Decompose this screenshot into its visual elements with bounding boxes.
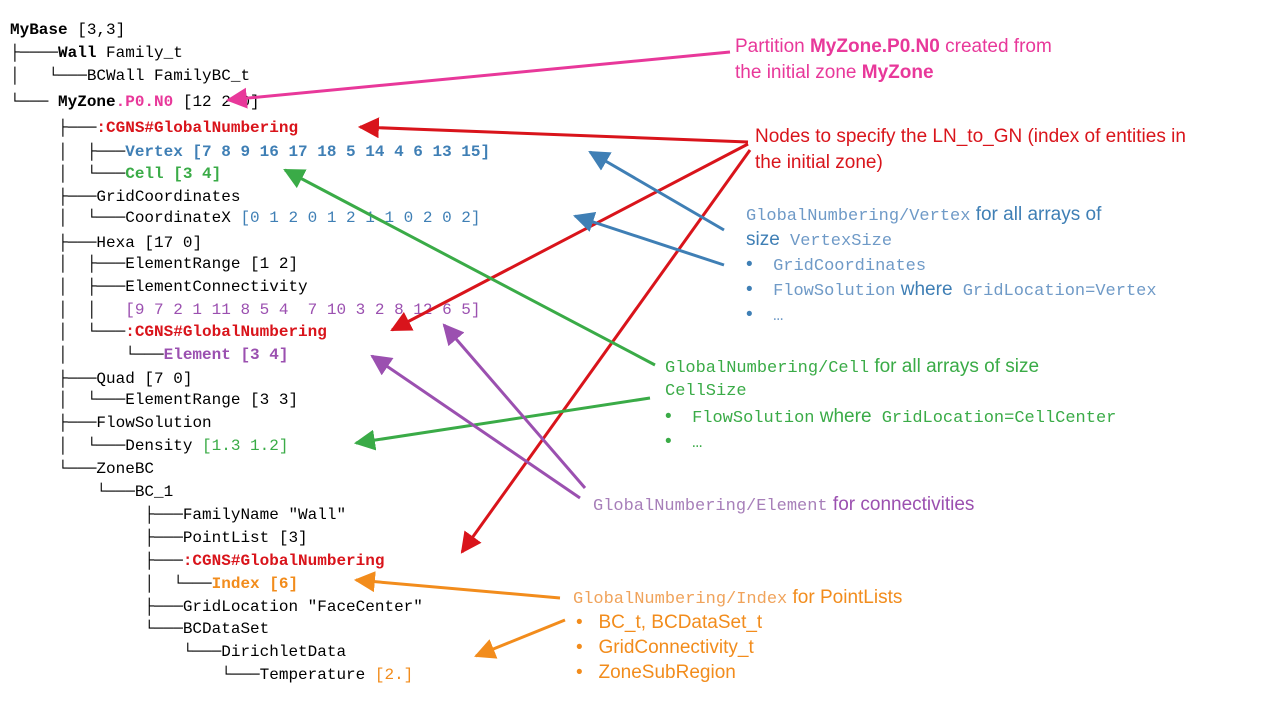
arrow-red-hexa-numbering <box>390 142 749 332</box>
tree-node-index: │ └───Index [6] <box>10 575 299 593</box>
arrow-purple-connectivity <box>442 323 587 489</box>
annotation-element: GlobalNumbering/Element for connectiviti… <box>593 494 975 516</box>
annotation-vertex-line2: size VertexSize <box>746 229 893 251</box>
annotation-index-line1: GlobalNumbering/Index for PointLists <box>573 587 903 609</box>
tree-node-hexa-elementrange: │ ├───ElementRange [1 2] <box>10 255 299 273</box>
annotation-index-bullet3: • ZoneSubRegion <box>576 662 736 683</box>
annotation-partition-line1: Partition MyZone.P0.N0 created from <box>735 36 1052 57</box>
annotation-index-bullet1: • BC_t, BCDataSet_t <box>576 612 763 633</box>
tree-node-hexa: ├───Hexa [17 0] <box>10 234 203 252</box>
arrow-green-cell <box>283 168 656 367</box>
tree-node-density: │ └───Density [1.3 1.2] <box>10 437 289 455</box>
annotation-index-bullet2: • GridConnectivity_t <box>576 637 754 658</box>
annotation-cell-line1: GlobalNumbering/Cell for all arrays of s… <box>665 356 1040 378</box>
annotation-partition-line2: the initial zone MyZone <box>735 62 934 83</box>
annotation-vertex-bullet2: • FlowSolution where GridLocation=Vertex <box>746 279 1157 301</box>
tree-node-wall-family: ├────Wall Family_t <box>10 44 183 62</box>
arrow-blue-coordinatex <box>573 211 725 267</box>
arrow-red-bc-numbering <box>460 149 752 554</box>
annotation-nodes-line1: Nodes to specify the LN_to_GN (index of … <box>755 126 1186 147</box>
tree-node-temperature: └───Temperature [2.] <box>10 666 414 684</box>
tree-node-bc1: └───BC_1 <box>10 483 174 501</box>
arrow-orange-temperature <box>474 618 566 659</box>
tree-node-familyname: ├───FamilyName "Wall" <box>10 506 347 524</box>
tree-node-bcwall: │ └───BCWall FamilyBC_t <box>10 67 251 85</box>
tree-node-coordinatex: │ └───CoordinateX [0 1 2 0 1 2 1 1 0 2 0… <box>10 209 481 227</box>
annotation-cell-line2: CellSize <box>665 382 747 401</box>
tree-node-zone-global-numbering: ├───:CGNS#GlobalNumbering <box>10 119 299 137</box>
tree-node-dirichletdata: └───DirichletData <box>10 643 347 661</box>
arrow-purple-element <box>370 354 581 500</box>
tree-node-zonebc: └───ZoneBC <box>10 460 155 478</box>
arrow-orange-index <box>353 571 561 600</box>
tree-node-element: │ └───Element [3 4] <box>10 346 289 364</box>
arrow-pink-partition <box>225 50 731 109</box>
arrow-blue-vertex <box>588 150 725 232</box>
annotation-nodes-line2: the initial zone) <box>755 152 883 173</box>
tree-node-flowsolution: ├───FlowSolution <box>10 414 212 432</box>
tree-node-pointlist: ├───PointList [3] <box>10 529 308 547</box>
tree-node-bcdataset: └───BCDataSet <box>10 620 270 638</box>
annotation-vertex-bullet1: • GridCoordinates <box>746 254 927 276</box>
tree-node-quad: ├───Quad [7 0] <box>10 370 193 388</box>
tree-node-connectivity-values: │ │ [9 7 2 1 11 8 5 4 7 10 3 2 8 12 6 5] <box>10 301 481 319</box>
tree-node-gridcoordinates: ├───GridCoordinates <box>10 188 241 206</box>
tree-node-vertex: │ ├───Vertex [7 8 9 16 17 18 5 14 4 6 13… <box>10 143 491 161</box>
tree-node-elementconnectivity: │ ├───ElementConnectivity <box>10 278 308 296</box>
arrow-green-density <box>353 396 651 451</box>
arrow-red-zone-numbering <box>357 117 749 144</box>
annotation-vertex-line1: GlobalNumbering/Vertex for all arrays of <box>746 204 1102 226</box>
tree-node-gridlocation: ├───GridLocation "FaceCenter" <box>10 598 423 616</box>
tree-node-hexa-global-numbering: │ └───:CGNS#GlobalNumbering <box>10 323 327 341</box>
tree-node-bc-global-numbering: ├───:CGNS#GlobalNumbering <box>10 552 385 570</box>
tree-node-cell: │ └───Cell [3 4] <box>10 165 222 183</box>
annotation-vertex-bullet3: • … <box>746 304 784 326</box>
tree-node-mybase: MyBase [3,3] <box>10 21 126 39</box>
tree-node-quad-elementrange: │ └───ElementRange [3 3] <box>10 391 299 409</box>
annotation-cell-bullet2: • … <box>665 431 703 453</box>
annotation-cell-bullet1: • FlowSolution where GridLocation=CellCe… <box>665 406 1117 428</box>
